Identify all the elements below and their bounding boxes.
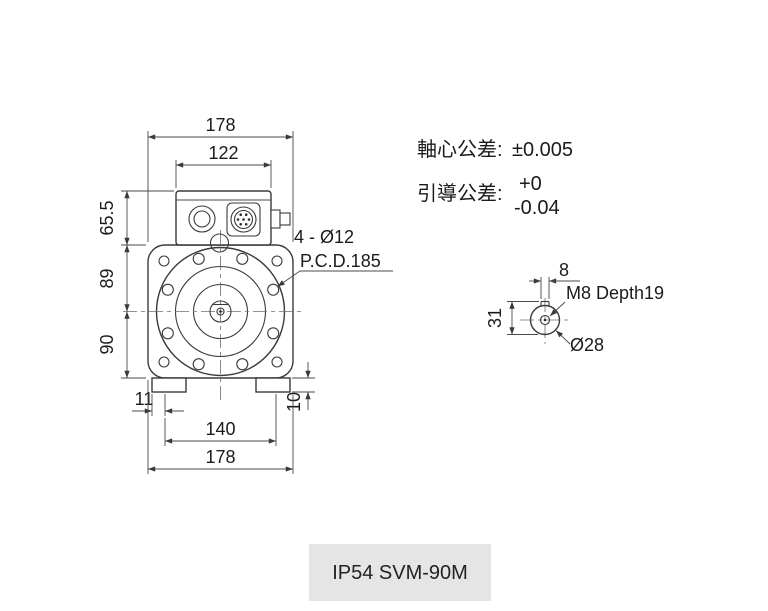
- eyebolt-circle: [209, 233, 230, 253]
- dim-foot-offset: 11: [132, 389, 184, 416]
- dim-label: 140: [205, 419, 235, 439]
- guide-tolerance-label: 引導公差:: [417, 182, 503, 205]
- dim-top-width: 178: [147, 115, 294, 242]
- dim-label: 178: [205, 115, 235, 135]
- note-thread: M8 Depth19: [566, 283, 664, 303]
- dim-label: 122: [208, 143, 238, 163]
- dim-label: 8: [559, 260, 569, 280]
- thread-note: M8 Depth19: [549, 283, 664, 317]
- note-holes: 4 - Ø12: [294, 227, 354, 247]
- note-pcd: P.C.D.185: [300, 251, 381, 271]
- guide-tolerance-lower: -0.04: [514, 197, 560, 219]
- shaft-circle: [529, 304, 561, 336]
- dim-foot-height: 10: [284, 362, 315, 412]
- tolerance-notes: 軸心公差: ±0.005 引導公差: +0 -0.04: [417, 138, 573, 219]
- dim-label: 10: [284, 392, 304, 412]
- dim-bottom-inner: 140: [164, 394, 277, 446]
- product-label-text: IP54 SVM-90M: [332, 562, 468, 584]
- terminal-box: [175, 190, 291, 246]
- dim-label: 178: [205, 447, 235, 467]
- dim-key-width: 8: [529, 260, 580, 299]
- keyway-slot: [540, 300, 550, 307]
- axis-tolerance-label: 軸心公差:: [417, 138, 503, 161]
- right-foot: [255, 377, 291, 393]
- dim-label: 31: [485, 308, 505, 328]
- dim-left-chain: 65.5 89 90: [97, 190, 174, 379]
- note-diameter: Ø28: [570, 335, 604, 355]
- diameter-note: Ø28: [555, 330, 604, 355]
- terminal-box-outline: [175, 190, 272, 246]
- cable-fitting: [270, 209, 291, 229]
- shaft-hub: [209, 300, 232, 323]
- dim-key-offset: 31: [485, 301, 539, 335]
- dim-box-width: 122: [175, 143, 272, 188]
- cable-gland-circle: [188, 205, 216, 233]
- left-foot: [151, 377, 187, 393]
- corner-holes: [158, 255, 283, 368]
- axis-tolerance-value: ±0.005: [512, 139, 573, 161]
- product-label: IP54 SVM-90M: [309, 544, 491, 601]
- dim-label: 89: [97, 268, 117, 288]
- dim-label: 11: [135, 389, 154, 409]
- dim-label: 90: [97, 334, 117, 354]
- guide-tolerance-upper: +0: [519, 173, 542, 195]
- dim-bottom-width: 178: [147, 380, 294, 474]
- shaft-detail-view: 8 31 M8 Depth19 Ø28: [485, 260, 664, 355]
- tapped-hole-circle: [539, 314, 551, 326]
- dim-label: 65.5: [97, 200, 117, 235]
- connector: [226, 202, 261, 237]
- motor-front-view: 178 122 65.5 89 90 10: [97, 115, 393, 474]
- product-label-box: [309, 544, 491, 601]
- hole-annotations: 4 - Ø12 P.C.D.185: [277, 227, 393, 287]
- pcd-bolt-holes: [161, 252, 280, 371]
